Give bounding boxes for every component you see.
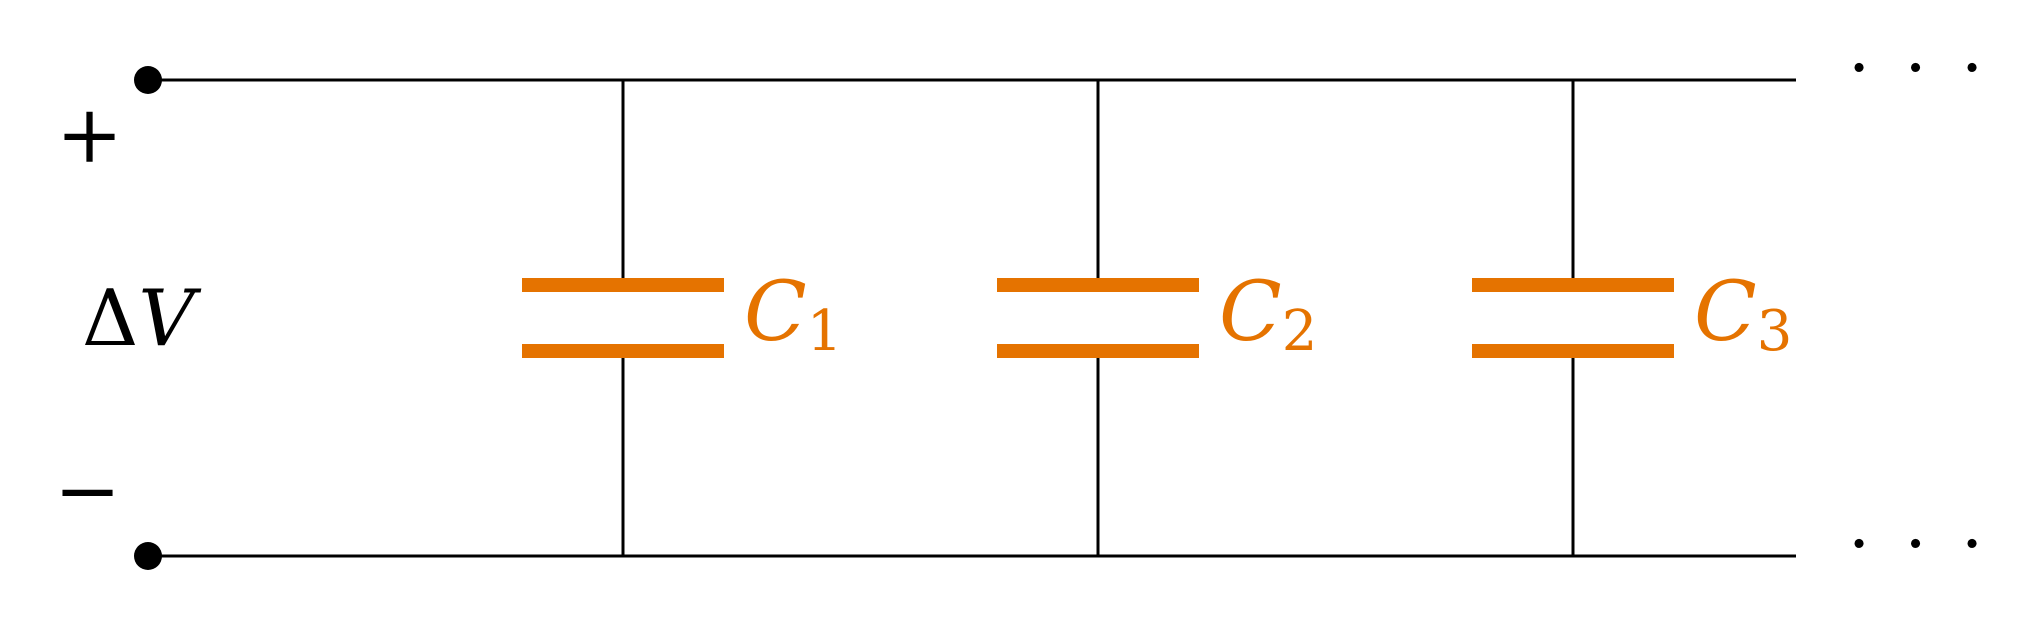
capacitor-1-symbol: C [744,265,807,360]
capacitor-1-bottom-plate [522,344,724,358]
capacitor-2-symbol: C [1219,265,1282,360]
capacitor-2-bottom-plate [997,344,1199,358]
capacitor-3-symbol: C [1694,265,1757,360]
capacitor-3: C3 [1472,80,1792,556]
capacitor-3-label: C3 [1694,265,1792,364]
capacitor-2-subscript: 2 [1282,299,1318,364]
capacitor-1-subscript: 1 [807,299,843,364]
voltage-label: ΔV [82,274,201,364]
bottom-continuation-dots: · · · [1848,503,1989,585]
capacitor-2: C2 [997,80,1317,556]
top-continuation-dots: · · · [1848,27,1989,109]
capacitor-1-label: C1 [744,265,842,364]
minus-sign: − [54,444,121,537]
capacitor-3-bottom-plate [1472,344,1674,358]
capacitor-2-label: C2 [1219,265,1317,364]
plus-sign: + [56,88,123,181]
capacitor-3-top-plate [1472,278,1674,292]
voltage-symbol: V [138,274,201,364]
capacitor-2-top-plate [997,278,1199,292]
positive-terminal [134,66,162,94]
voltage-delta: Δ [82,274,138,364]
capacitor-1: C1 [522,80,842,556]
negative-terminal [134,542,162,570]
capacitor-3-subscript: 3 [1757,299,1793,364]
capacitor-1-top-plate [522,278,724,292]
